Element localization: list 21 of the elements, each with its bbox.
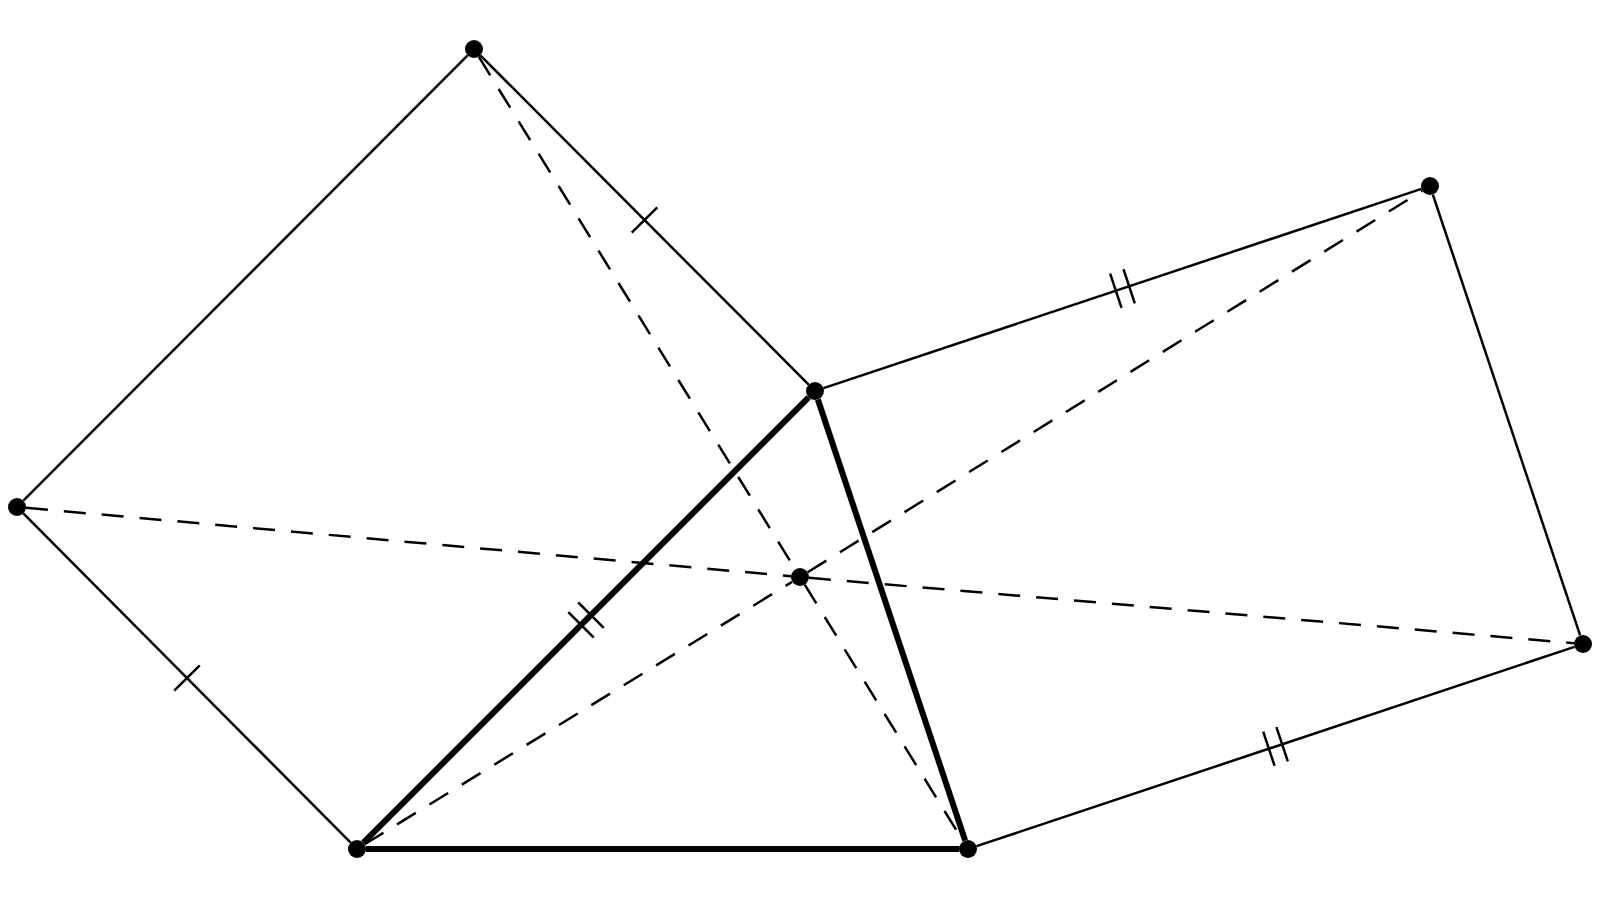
point-dot [465,40,483,58]
dashed-line [807,189,1423,574]
point-dot [806,382,824,400]
point-dot [791,568,809,586]
line-segment [479,54,810,386]
point-dot [8,498,26,516]
dashed-line [25,506,792,578]
dashed-line [364,580,793,846]
line-segment [22,54,469,502]
line-segment [976,645,1575,848]
line-segment [361,395,811,845]
line-segment [1431,194,1582,636]
point-dot [1574,635,1592,653]
line-segment [823,187,1422,390]
point-dot [348,840,366,858]
line-segment [815,398,968,842]
point-dot [959,840,977,858]
dashed-line [808,576,1575,645]
line-segment [22,512,352,844]
point-dot [1421,177,1439,195]
line-segment [366,846,959,852]
